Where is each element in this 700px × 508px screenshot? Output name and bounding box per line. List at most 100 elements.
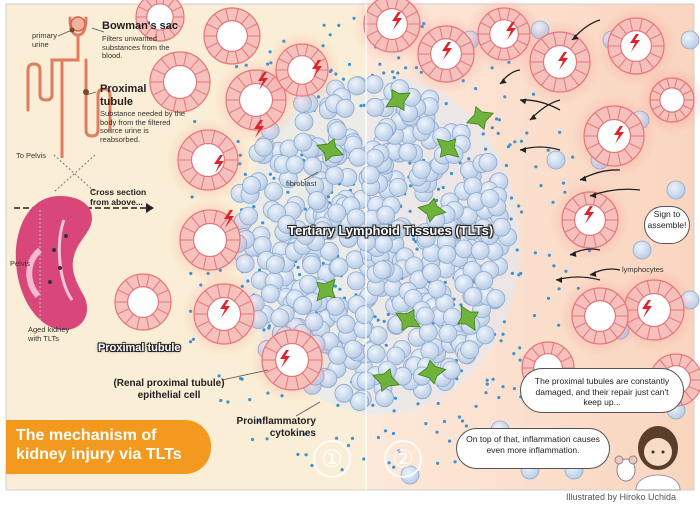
epithelial-cell-border [227, 329, 232, 344]
lightning-mark [558, 52, 568, 70]
lymphocyte-cell [486, 289, 506, 309]
epithelial-cell-border [206, 42, 219, 49]
epithelial-cell-border [688, 368, 700, 375]
epithelial-cell-border [238, 300, 252, 308]
lymphocyte-cell [336, 314, 356, 334]
epithelial-cell-border [304, 83, 309, 96]
epithelial-cell-border [189, 58, 200, 70]
cytokine-dot [443, 280, 447, 284]
lymphocyte-cell [303, 156, 323, 176]
epithelial-cell-border [487, 13, 496, 24]
fibroblast-cell [466, 105, 494, 131]
cytokine-dot [532, 314, 537, 318]
epithelial-cell-border [401, 1, 410, 13]
epithelial-cell-border [645, 57, 654, 69]
lymphocyte-cell [398, 142, 418, 162]
epithelial-cell-border [162, 29, 166, 41]
pelvis-label: Pelvis [10, 259, 31, 268]
epithelial-cell-border [679, 109, 687, 118]
epithelial-cell-border [583, 234, 588, 248]
lymphocyte-cell [422, 263, 442, 282]
epithelial-cell-border [234, 50, 239, 64]
cytokine-dot [512, 387, 517, 391]
cytokine-dot [188, 340, 193, 344]
bowmans-sac-description: Filters unwanted substances from the blo… [102, 34, 170, 61]
cytokine-dot [490, 126, 494, 130]
cytokine-dot [515, 248, 519, 252]
cytokine-dot [322, 23, 326, 27]
epithelial-cell-border [684, 390, 693, 401]
speech-bubble-inflammation: On top of that, inflammation causes even… [456, 428, 610, 469]
migrating-lymphocyte [680, 30, 700, 50]
epithelial-cell-border [214, 47, 223, 59]
epithelial-cell-border [386, 0, 390, 10]
lymphocyte-cell [415, 306, 435, 326]
epithelial-cell-border [609, 327, 618, 339]
cytokine-dot [240, 377, 244, 381]
epithelial-cell-border [211, 130, 216, 145]
epithelial-cell-border [188, 136, 199, 148]
cytokine-dot [444, 102, 448, 106]
cytokine-dot [474, 87, 478, 91]
epithelial-cell-border [306, 346, 320, 354]
cytokine-dot [350, 436, 355, 440]
epithelial-cell-border [225, 8, 230, 22]
epithelial-cell-border [272, 372, 283, 384]
lightning-mark [642, 300, 652, 318]
epithelial-cell-border [219, 252, 230, 264]
cytokine-dot [547, 253, 551, 257]
cytokine-dot [484, 391, 488, 395]
lymphocytes-label: lymphocytes [622, 265, 664, 274]
cytokine-dot [219, 398, 223, 403]
epithelial-cell-border [172, 52, 177, 67]
epithelial-cell-border [264, 346, 278, 354]
cytokine-dot [460, 419, 465, 423]
cytokine-dot [376, 318, 380, 322]
epithelial-cell-border [171, 6, 182, 12]
cytokine-dot [265, 437, 269, 441]
epithelial-cell-border [233, 326, 244, 338]
epithelial-cell-border [448, 68, 453, 82]
sign-to-assemble-text: Sign to assemble! [647, 209, 687, 230]
cytokine-dot [484, 147, 488, 151]
tubule-lumen [274, 342, 310, 378]
epithelial-cell-border [152, 313, 161, 325]
lymphocyte-cell [296, 226, 316, 245]
epithelial-cell-border [374, 35, 383, 47]
lightning-mark [214, 155, 224, 173]
epithelial-cell-border [233, 290, 244, 302]
cytokine-dot [481, 132, 485, 136]
epithelial-cell-border [609, 293, 618, 305]
epithelial-cell-border [152, 88, 166, 96]
lymphocyte-cell [346, 208, 366, 228]
epithelial-cell-border [138, 6, 149, 12]
proximal-tubule-heading: Proximal tubule [100, 83, 147, 108]
lymphocyte-cell [294, 112, 314, 132]
cytokine-dot [508, 143, 512, 147]
cytokine-dot [386, 312, 390, 317]
tubule-lumen [146, 3, 174, 31]
lymphocyte-cell [480, 189, 500, 208]
lymphocyte-cell [416, 228, 436, 248]
epithelial-cell-border [285, 49, 294, 60]
cytokine-dot [286, 190, 290, 194]
cytokine-dot [436, 461, 440, 465]
epithelial-cell-border [204, 326, 215, 338]
tubule-lumen [596, 118, 632, 154]
migration-arrowhead [520, 147, 526, 153]
cytokine-dot [362, 457, 366, 461]
fibroblast-cell [316, 278, 336, 302]
epithelial-cell-border [224, 226, 238, 234]
epithelial-cell-border [245, 23, 258, 30]
lymphocyte-cell [463, 286, 483, 306]
epithelial-cell-border [405, 11, 418, 18]
migrating-lymphocyte [666, 180, 686, 200]
epithelial-cell-border [162, 0, 165, 5]
lymphocyte-cell [386, 346, 406, 366]
cytokine-dot [512, 352, 516, 356]
epithelial-cell-border [455, 65, 464, 77]
epithelial-cell-border [606, 151, 611, 166]
epithelial-cell-border [628, 142, 642, 150]
